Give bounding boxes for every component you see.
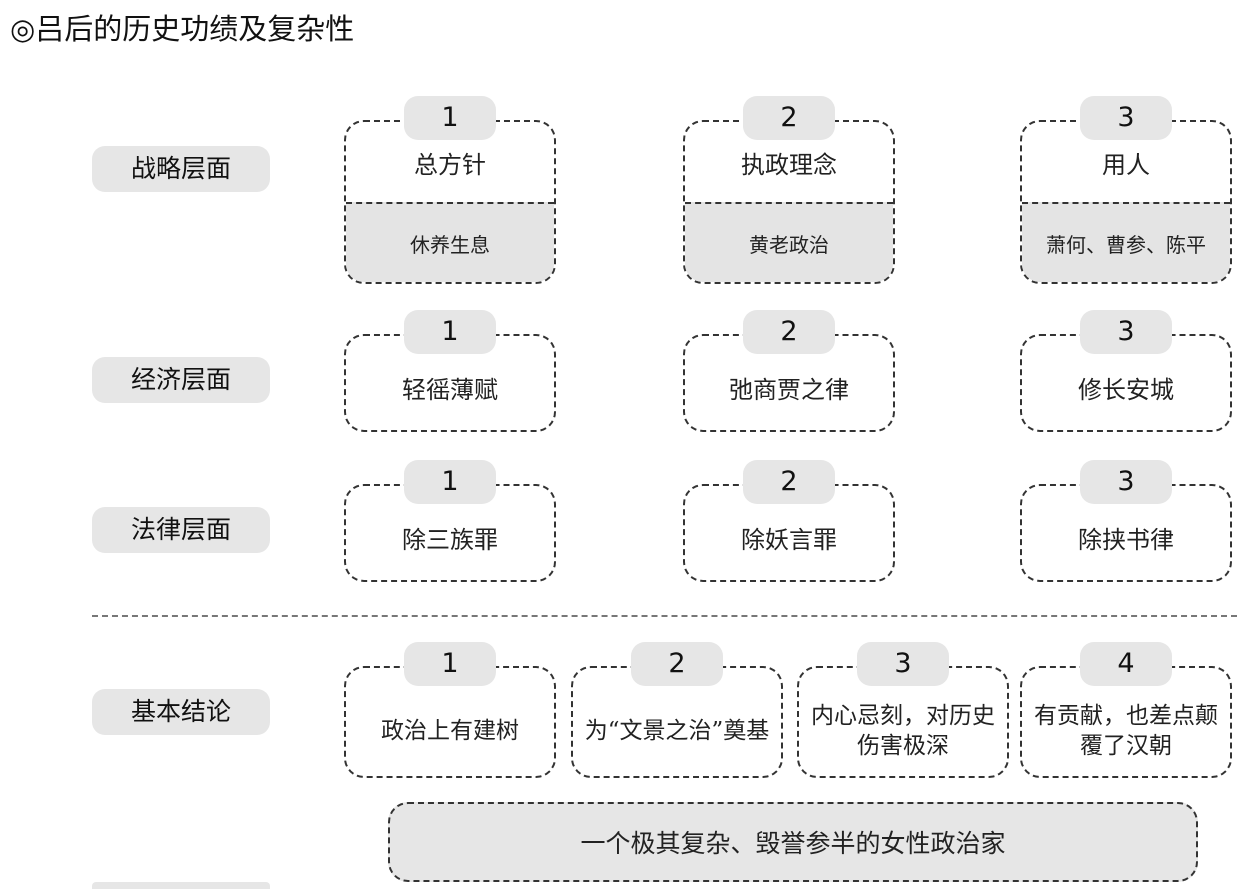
card-detail: 休养生息 xyxy=(346,202,554,282)
cropped-row-label xyxy=(92,882,270,889)
card-number: 2 xyxy=(743,96,835,140)
card-number: 3 xyxy=(857,642,949,686)
economy-card-1: 1 轻徭薄赋 xyxy=(344,310,556,432)
card-title: 轻徭薄赋 xyxy=(402,376,498,404)
card-number: 3 xyxy=(1080,460,1172,504)
card-detail: 黄老政治 xyxy=(685,202,893,282)
strategy-card-1: 1 总方针 休养生息 xyxy=(344,96,556,284)
card-text: 有贡献，也差点颠覆了汉朝 xyxy=(1034,703,1218,759)
conclusion-card-1: 1 政治上有建树 xyxy=(344,642,556,778)
summary-box: 一个极其复杂、毁誉参半的女性政治家 xyxy=(388,802,1198,882)
card-title: 用人 xyxy=(1102,150,1150,179)
card-title: 执政理念 xyxy=(741,150,837,179)
row-label-strategy: 战略层面 xyxy=(92,146,270,192)
conclusion-card-3: 3 内心忌刻，对历史伤害极深 xyxy=(797,642,1009,778)
row-label-conclusion: 基本结论 xyxy=(92,689,270,735)
card-text: 政治上有建树 xyxy=(381,718,519,744)
card-title: 除挟书律 xyxy=(1078,526,1174,554)
card-number: 2 xyxy=(743,310,835,354)
card-title: 除三族罪 xyxy=(402,526,498,554)
card-number: 2 xyxy=(631,642,723,686)
section-divider xyxy=(92,615,1237,617)
law-card-1: 1 除三族罪 xyxy=(344,460,556,582)
card-number: 1 xyxy=(404,642,496,686)
card-title: 修长安城 xyxy=(1078,376,1174,404)
card-text: 为“文景之治”奠基 xyxy=(584,718,770,744)
card-number: 1 xyxy=(404,460,496,504)
card-number: 1 xyxy=(404,310,496,354)
card-title: 弛商贾之律 xyxy=(729,376,849,404)
conclusion-card-4: 4 有贡献，也差点颠覆了汉朝 xyxy=(1020,642,1232,778)
law-card-2: 2 除妖言罪 xyxy=(683,460,895,582)
strategy-card-2: 2 执政理念 黄老政治 xyxy=(683,96,895,284)
card-title: 除妖言罪 xyxy=(741,526,837,554)
card-text: 内心忌刻，对历史伤害极深 xyxy=(811,703,995,759)
card-detail: 萧何、曹参、陈平 xyxy=(1022,202,1230,282)
card-number: 1 xyxy=(404,96,496,140)
card-number: 2 xyxy=(743,460,835,504)
card-title: 总方针 xyxy=(414,150,486,179)
card-number: 3 xyxy=(1080,96,1172,140)
row-label-economy: 经济层面 xyxy=(92,357,270,403)
law-card-3: 3 除挟书律 xyxy=(1020,460,1232,582)
row-label-law: 法律层面 xyxy=(92,507,270,553)
strategy-card-3: 3 用人 萧何、曹参、陈平 xyxy=(1020,96,1232,284)
card-number: 4 xyxy=(1080,642,1172,686)
economy-card-2: 2 弛商贾之律 xyxy=(683,310,895,432)
page-title: ◎吕后的历史功绩及复杂性 xyxy=(10,12,355,46)
economy-card-3: 3 修长安城 xyxy=(1020,310,1232,432)
card-number: 3 xyxy=(1080,310,1172,354)
conclusion-card-2: 2 为“文景之治”奠基 xyxy=(571,642,783,778)
